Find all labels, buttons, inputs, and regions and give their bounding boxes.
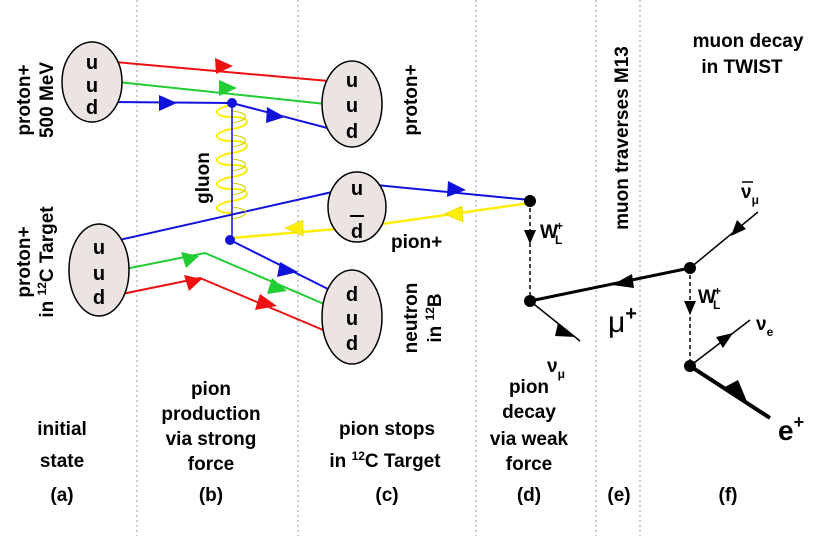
stage-c-line1: pion stops (339, 419, 435, 440)
muon-decay-vertex: νμ W+L νe e+ (684, 181, 804, 446)
stage-c-line2: in 12C Target (329, 449, 441, 472)
yellow-arrow-pion (284, 219, 304, 237)
muon-decay-subtitle: in TWIST (701, 57, 783, 78)
pion-quark-top: u (351, 178, 363, 200)
stage-d-line1: pion (509, 377, 549, 398)
target-proton-blob (68, 223, 130, 317)
green-arrow-beam (219, 80, 237, 96)
blue-arrow-pair (277, 262, 298, 277)
red-arrow-out (255, 294, 277, 310)
rotated-labels: proton+ 500 MeV proton+ in 12C Target gl… (14, 46, 633, 353)
beam-proton-blob (61, 41, 123, 123)
blue-quark-line-target (87, 187, 351, 248)
out-proton-blob (321, 60, 383, 148)
hadron-blobs (61, 41, 387, 365)
neutron-location-label: in 12B (423, 293, 446, 342)
pion-quark-bottom: d (351, 221, 363, 243)
beam-energy-label: 500 MeV (37, 62, 58, 138)
red-quark-line-beam (114, 61, 341, 83)
stage-d-line2: decay (502, 402, 556, 423)
gluon-label: gluon (193, 152, 214, 204)
beam-proton-label: proton+ (14, 64, 35, 135)
pion-decay-vertex: W+L νμ (524, 195, 581, 381)
blue-arrow-beam-right (266, 107, 285, 123)
red-arrow-beam (215, 58, 233, 74)
gluon-vertex-top (227, 98, 237, 108)
quark-lines (87, 61, 531, 336)
w-boson-label-d: W+L (540, 219, 563, 247)
green-quark-line-target (114, 251, 339, 311)
out-proton-quark-3: d (346, 121, 358, 143)
neutron-quark-2: u (346, 308, 358, 330)
stage-a-letter: (a) (50, 485, 73, 506)
stage-a-line2: state (40, 451, 84, 472)
gluon-spring (216, 104, 248, 214)
anti-nu-mu-arrow (731, 220, 746, 236)
yellow-arrow-pion-decay (443, 205, 464, 223)
neutron-blob (321, 269, 383, 365)
stage-c-letter: (c) (375, 485, 398, 506)
stage-b-line3: via strong (166, 429, 257, 450)
green-arrow-out (267, 278, 287, 294)
beam-quark-3: d (86, 97, 98, 119)
beam-quark-2: u (86, 75, 98, 97)
stage-dividers (136, 0, 641, 536)
stage-b-line1: pion (191, 379, 231, 400)
out-proton-label: proton+ (401, 64, 422, 135)
w-arrow-f (684, 301, 696, 315)
positron-arrow (723, 380, 748, 404)
neutron-quark-1: d (346, 284, 358, 306)
blue-arrow-beam-left (159, 95, 177, 111)
beam-quark-1: u (86, 52, 98, 74)
red-arrow-target (184, 275, 202, 291)
quark-letters: u u d u u d u u d u d d u d (86, 52, 363, 355)
target-location-label: in 12C Target (35, 206, 58, 318)
stage-d-line4: force (506, 454, 552, 475)
target-proton-label: proton+ (14, 226, 35, 297)
nu-e-arrow (716, 333, 733, 348)
blue-arrow-pion-decay (447, 181, 466, 197)
positron-label: e+ (778, 412, 804, 446)
neutron-label: neutron (401, 283, 422, 354)
anti-nu-mu-line (689, 211, 759, 269)
neutron-quark-3: d (346, 333, 358, 355)
w-arrow-d (524, 230, 536, 244)
target-quark-1: u (93, 237, 105, 259)
nu-e-label: νe (756, 314, 774, 339)
green-arrow-target (181, 252, 199, 268)
stage-d-letter: (d) (517, 485, 541, 506)
target-quark-2: u (93, 263, 105, 285)
out-proton-quark-2: u (346, 95, 358, 117)
nu-mu-arrow-d (555, 323, 575, 337)
muon-traverses-label: muon traverses M13 (612, 46, 633, 230)
gluon-vertex-bottom (225, 235, 235, 245)
gluon-coil-shade (231, 110, 246, 220)
pion-blob (327, 171, 387, 243)
red-quark-line-target (111, 276, 336, 336)
stage-captions: initial state (a) pion production via st… (37, 377, 737, 506)
target-quark-3: d (93, 287, 105, 309)
w-boson-label-f: W+L (698, 284, 721, 312)
stage-e-letter: (e) (607, 485, 630, 506)
muon-arrow (612, 274, 634, 288)
stage-b-letter: (b) (199, 485, 223, 506)
stage-a-line1: initial (37, 419, 87, 440)
muon-decay-title: muon decay (693, 31, 804, 52)
anti-nu-mu-label: νμ (741, 182, 759, 207)
pion-label: pion+ (391, 232, 442, 253)
muon-line (529, 266, 691, 303)
gluon-coil (216, 104, 248, 220)
out-proton-quark-1: u (346, 70, 358, 92)
nu-mu-label-d: νμ (547, 356, 565, 381)
stage-d-line3: via weak (490, 429, 569, 450)
green-quark-line-beam (117, 81, 336, 106)
stage-f-letter: (f) (719, 485, 738, 506)
quark-arrows (159, 58, 466, 310)
muon-label: μ+ (608, 303, 637, 339)
yellow-pion-line (231, 226, 349, 240)
stage-b-line4: force (188, 454, 234, 475)
stage-b-line2: production (161, 404, 260, 425)
